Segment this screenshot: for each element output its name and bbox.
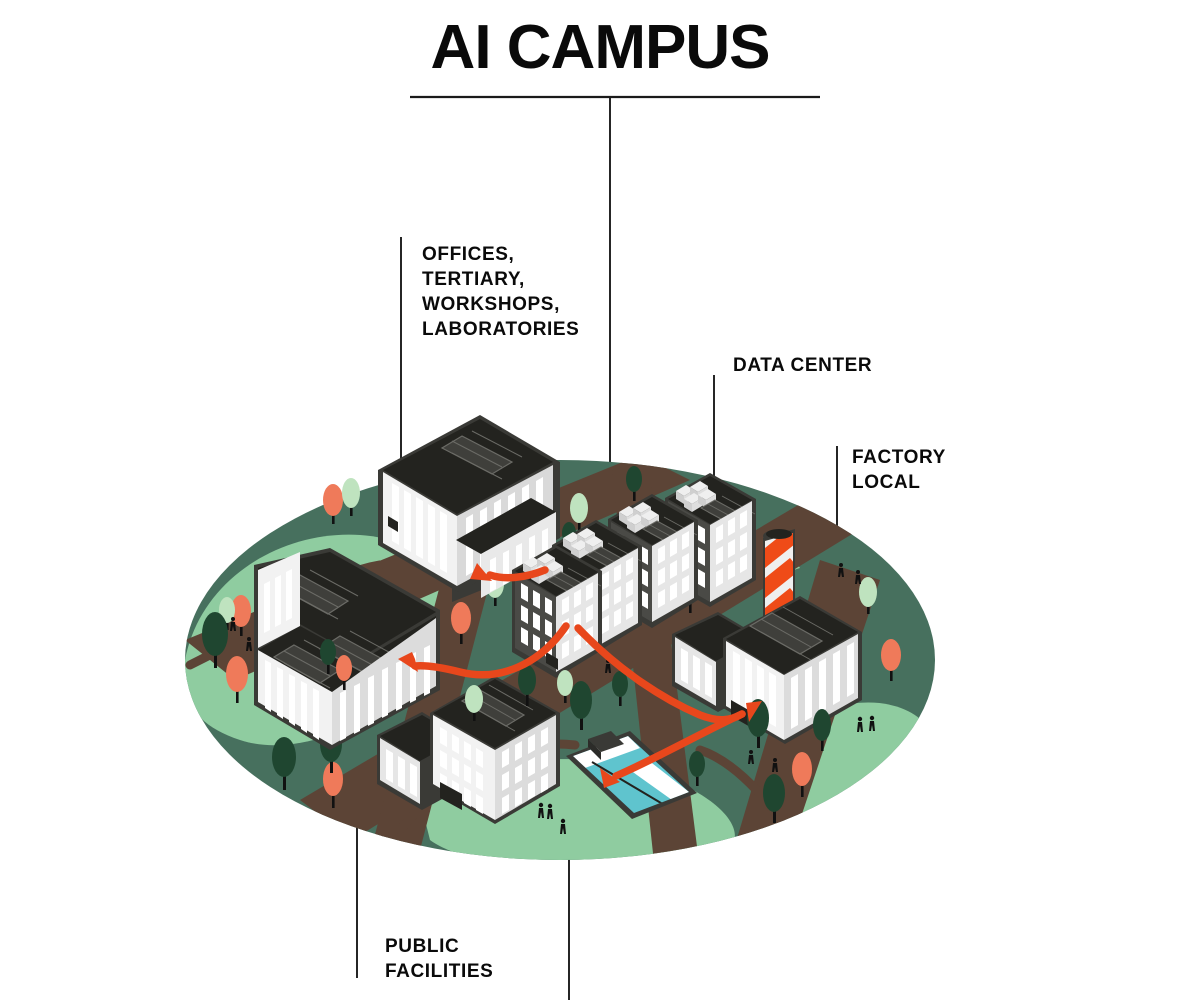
dc1-windows-left: [521, 583, 552, 660]
public-facilities-building[interactable]: [377, 676, 560, 824]
arrowhead-workshops: [398, 652, 418, 672]
flow-arrow-to-workshops-path: [411, 622, 570, 679]
workshops-windows-sw: [265, 660, 319, 740]
callout-offices-line-4: LABORATORIES: [422, 319, 579, 340]
person-figure: [857, 716, 863, 732]
dc2-windows-right: [602, 557, 633, 634]
factory-windows-right: [791, 642, 854, 729]
tree-forest: [518, 665, 536, 706]
tree-coral: [336, 655, 352, 690]
tree-mint: [465, 685, 483, 721]
callout-factory-line-1: FACTORY: [852, 447, 946, 468]
arrowhead-offices: [470, 563, 492, 581]
tree-coral: [323, 484, 343, 524]
solar-panel-array: [440, 430, 523, 480]
callout-offices-line-2: TERTIARY,: [422, 269, 525, 290]
callout-public-facilities: PUBLIC FACILITIES: [385, 936, 493, 982]
dc3-windows-right: [658, 531, 689, 608]
tree-coral: [226, 656, 248, 703]
chimney-stripes: [765, 533, 793, 615]
person-figure: [855, 570, 861, 584]
person-figure: [869, 715, 875, 731]
tree-mint: [342, 478, 360, 516]
page-title: AI CAMPUS: [431, 13, 770, 82]
hvac-units: [619, 502, 659, 533]
callout-offices-line-3: WORKSHOPS,: [422, 294, 560, 315]
person-figure: [547, 803, 553, 819]
person-figure: [838, 563, 844, 577]
pool-deck-right: [630, 760, 689, 800]
factory-annex-windows: [681, 648, 712, 698]
flow-arrow-to-pool-path: [612, 710, 746, 780]
solar-grid-lines: [451, 430, 523, 480]
factory-annex-roof: [675, 615, 758, 661]
workshops-windows-nw: [264, 569, 292, 633]
tree-forest: [202, 612, 228, 668]
callout-public-line-1: PUBLIC: [385, 936, 459, 957]
tree-mint: [570, 493, 588, 530]
callout-data-center: DATA CENTER: [733, 355, 872, 376]
pool-house: [588, 731, 624, 752]
tree-coral: [881, 639, 901, 681]
energy-flow-arrows: [411, 566, 746, 780]
callout-data-center-line-1: DATA CENTER: [733, 355, 872, 376]
dc4-windows-right: [716, 510, 747, 587]
person-figure: [230, 617, 236, 631]
solar-panel-array: [272, 639, 351, 689]
tree-forest: [272, 737, 296, 790]
public-annex-windows: [386, 749, 417, 797]
tree-coral: [792, 752, 812, 797]
chimney-opening: [766, 529, 792, 539]
callout-public-line-2: FACILITIES: [385, 961, 493, 982]
factory-chimney: [763, 529, 795, 621]
offices-wing-roof: [456, 498, 556, 554]
tree-forest: [689, 751, 705, 786]
person-figure: [748, 750, 754, 764]
offices-windows-left: [392, 483, 447, 573]
public-facade-right: [495, 715, 556, 820]
solar-panel-array: [748, 606, 834, 661]
tree-forest: [626, 466, 642, 501]
tree-forest: [763, 774, 785, 823]
public-entrance: [440, 782, 462, 810]
tree-forest: [320, 639, 336, 674]
offices-roof: [383, 419, 553, 514]
data-center-tower-1[interactable]: [512, 545, 602, 678]
offices-entrance: [388, 516, 398, 532]
tree-coral: [231, 595, 251, 636]
arrowhead-pool: [600, 768, 620, 788]
pool-lane-line: [591, 761, 667, 807]
campus-people: [230, 563, 875, 834]
dc1-entrance: [546, 652, 558, 670]
person-figure: [246, 637, 252, 651]
public-windows-right: [502, 727, 548, 814]
person-figure: [560, 818, 566, 834]
tree-forest: [813, 709, 831, 751]
hvac-units: [563, 528, 603, 559]
pool-house-side: [588, 739, 601, 760]
tree-mint: [557, 670, 573, 703]
tree-mint: [859, 577, 877, 614]
callout-factory-local: FACTORY LOCAL: [852, 447, 946, 493]
arrowhead-factory: [746, 701, 762, 722]
tree-coral: [451, 602, 471, 644]
flow-arrow-to-offices-path: [486, 566, 549, 582]
tree-mint: [219, 597, 235, 630]
energy-flow-arrowheads: [398, 563, 762, 788]
person-figure: [538, 802, 544, 818]
tree-forest: [612, 671, 628, 706]
public-windows-left: [440, 727, 483, 814]
tree-coral: [323, 762, 343, 808]
data-center-complex[interactable]: [512, 473, 756, 678]
person-figure: [772, 758, 778, 772]
callout-offices: OFFICES, TERTIARY, WORKSHOPS, LABORATORI…: [422, 244, 579, 340]
tree-forest: [570, 681, 592, 730]
workshops-laboratories-wing[interactable]: [254, 548, 440, 750]
callout-factory-line-2: LOCAL: [852, 472, 920, 493]
callout-offices-line-1: OFFICES,: [422, 244, 514, 265]
